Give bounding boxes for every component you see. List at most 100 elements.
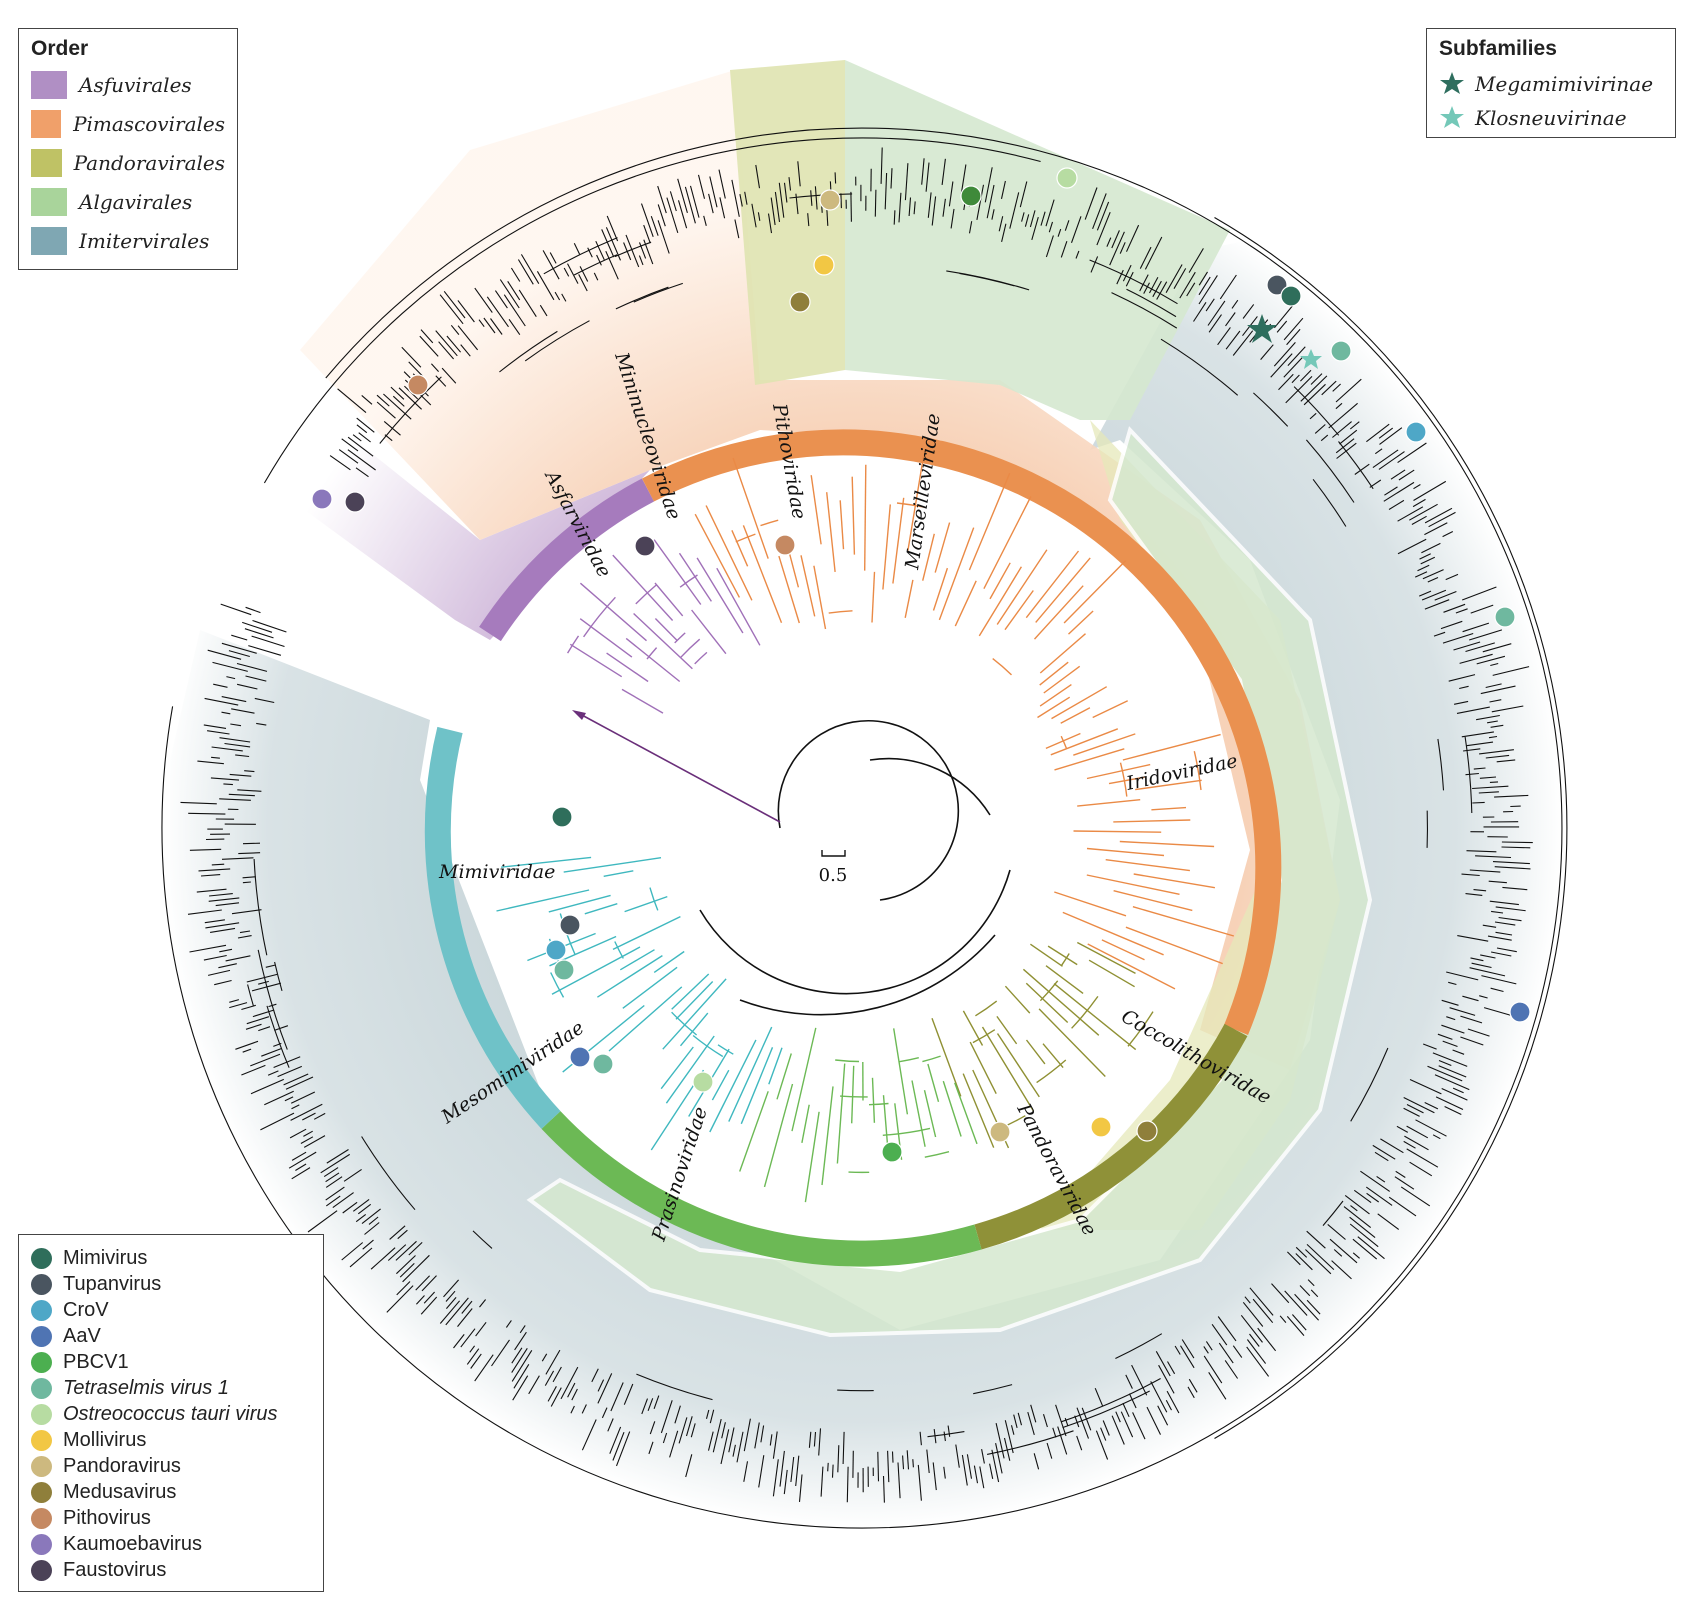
marker-ostreococcus — [692, 1071, 714, 1093]
marker-mollivirus — [1090, 1116, 1112, 1138]
virus-dot-icon — [31, 1481, 52, 1503]
long-branch-arrowhead — [572, 710, 586, 720]
virus-legend-label: Faustovirus — [63, 1558, 167, 1581]
order-swatch — [31, 187, 67, 216]
marker-mimivirus-outer — [1280, 285, 1302, 307]
virus-dot-icon — [31, 1559, 52, 1581]
order-swatch — [31, 226, 67, 255]
outer-tree-branches — [161, 127, 1568, 1529]
marker-crov — [545, 939, 567, 961]
virus-dot-icon — [31, 1299, 52, 1321]
asfarviridae-long-branch — [579, 713, 781, 823]
order-legend-label: Pandoravirales — [73, 150, 225, 175]
virus-legend-item: PBCV1 — [31, 1349, 311, 1375]
pandoravirales-sector — [730, 60, 845, 385]
asfuvirales-sector — [250, 420, 650, 640]
virus-legend-item: Mollivirus — [31, 1427, 311, 1453]
marker-tupanvirus — [559, 914, 581, 936]
marker-mimivirus — [551, 806, 573, 828]
marker-kaumoebavirus — [311, 488, 333, 510]
order-legend-label: Imitervirales — [79, 228, 210, 253]
subfamily-legend-label: Megamimivirinae — [1475, 72, 1654, 96]
virus-legend-item: Mimivirus — [31, 1245, 311, 1271]
virus-legend-label: Kaumoebavirus — [63, 1532, 202, 1555]
marker-medusavirus-outer — [789, 291, 811, 313]
order-legend-item: Asfuvirales — [31, 65, 225, 104]
marker-faustovirus-outer — [344, 491, 366, 513]
marker-medusavirus — [1136, 1120, 1158, 1142]
order-legend-label: Algavirales — [79, 189, 193, 214]
virus-legend-label: Pandoravirus — [63, 1454, 181, 1477]
virus-dot-icon — [31, 1533, 52, 1555]
marker-tetraselmis-2 — [592, 1053, 614, 1075]
virus-legend-label: Medusavirus — [63, 1480, 177, 1503]
pimascovirales-ring-segment — [642, 429, 1282, 1035]
virus-legend-label: Tupanvirus — [63, 1272, 162, 1295]
virus-dot-icon — [31, 1507, 52, 1529]
virus-dot-icon — [31, 1247, 52, 1269]
order-swatch — [31, 70, 67, 99]
marker-crov-outer — [1405, 421, 1427, 443]
family-label-mimiviridae: Mimiviridae — [438, 861, 555, 883]
order-legend-item: Imitervirales — [31, 221, 225, 260]
subfamily-legend-item: Klosneuvirinae — [1439, 101, 1663, 135]
marker-pandoravirus — [989, 1121, 1011, 1143]
subfamily-legend-label: Klosneuvirinae — [1475, 106, 1627, 130]
inner-tree-branches — [496, 455, 1234, 1203]
marker-aav-outer — [1509, 1001, 1531, 1023]
imitervirales-sector — [170, 220, 1560, 1600]
scale-bar: 0.5 — [819, 850, 848, 886]
marker-pithovirus-outer — [407, 374, 429, 396]
virus-legend-label: Tetraselmis virus 1 — [63, 1376, 229, 1399]
root-arcs — [699, 719, 1011, 1016]
virus-legend-label: Mollivirus — [63, 1428, 147, 1451]
virus-legend-label: CroV — [63, 1298, 109, 1321]
marker-mollivirus-outer — [813, 254, 835, 276]
klosneuvirinae-star-marker — [1300, 349, 1322, 369]
virus-dot-icon — [31, 1455, 52, 1477]
order-legend-label: Asfuvirales — [79, 72, 192, 97]
star-icon — [1440, 72, 1464, 94]
virus-legend-item: Tetraselmis virus 1 — [31, 1375, 311, 1401]
asfarviridae-ring-segment — [479, 478, 655, 642]
virus-legend-item: Tupanvirus — [31, 1271, 311, 1297]
virus-legend-item: AaV — [31, 1323, 311, 1349]
subfamily-legend-item: Megamimivirinae — [1439, 67, 1663, 101]
virus-legend-item: Ostreococcus tauri virus — [31, 1401, 311, 1427]
subfamily-markers — [1247, 314, 1322, 369]
virus-markers — [311, 167, 1531, 1163]
virus-dot-icon — [31, 1351, 52, 1373]
order-legend-item: Pimascovirales — [31, 104, 225, 143]
virus-legend-item: Medusavirus — [31, 1479, 311, 1505]
mimiviridae-ring-segment — [424, 726, 561, 1129]
subfamily-legend-title: Subfamilies — [1439, 37, 1557, 60]
pandoraviridae-ring-segment — [974, 1023, 1248, 1250]
virus-legend-item: Pandoravirus — [31, 1453, 311, 1479]
virus-legend-item: Pithovirus — [31, 1505, 311, 1531]
order-legend-item: Algavirales — [31, 182, 225, 221]
scale-bar-label: 0.5 — [819, 865, 848, 886]
marker-tupanvirus-outer — [1266, 274, 1288, 296]
marker-pandoravirus-outer — [819, 189, 841, 211]
virus-legend-label: Mimivirus — [63, 1246, 148, 1269]
family-ring — [424, 429, 1282, 1267]
virus-legend-item: CroV — [31, 1297, 311, 1323]
virus-dot-icon — [31, 1273, 52, 1295]
virus-legend-item: Faustovirus — [31, 1557, 311, 1583]
order-legend-item: Pandoravirales — [31, 143, 225, 182]
virus-legend-item: Kaumoebavirus — [31, 1531, 311, 1557]
virus-dot-icon — [31, 1429, 52, 1451]
marker-pbcv1 — [881, 1141, 903, 1163]
marker-ostreococcus-outer — [1056, 167, 1078, 189]
virus-legend-label: Pithovirus — [63, 1506, 151, 1529]
order-swatch — [31, 148, 62, 177]
marker-pbcv1-outer — [960, 185, 982, 207]
virus-dot-icon — [31, 1377, 52, 1399]
marker-pithovirus-inner — [774, 534, 796, 556]
algavirales-sector — [845, 60, 1230, 420]
family-label-iridoviridae: Iridoviridae — [1123, 750, 1239, 795]
